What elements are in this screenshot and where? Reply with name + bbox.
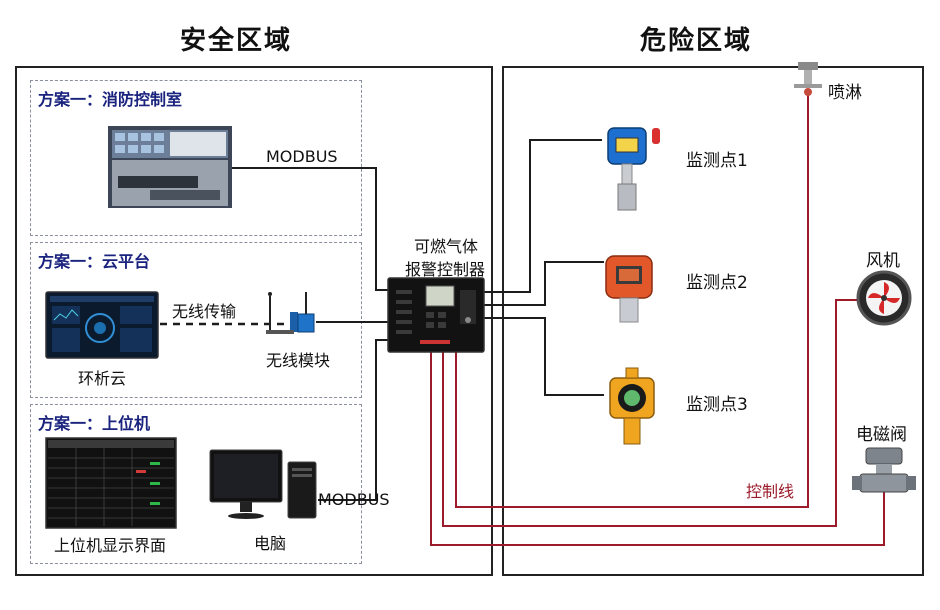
control-wire-fan	[442, 299, 858, 527]
wire-point3	[484, 317, 604, 396]
gas-detector-3	[609, 367, 655, 445]
desktop-computer	[209, 449, 317, 519]
exhaust-fan	[856, 270, 912, 326]
control-wire-valve	[430, 350, 885, 546]
wire-control-room	[232, 167, 390, 291]
gas-detector-1	[607, 127, 660, 211]
control-wires	[430, 90, 885, 546]
danger-zone-box	[502, 66, 924, 576]
solenoid-valve	[852, 447, 916, 493]
signal-wires	[232, 139, 604, 501]
controller-label-line1: 可燃气体	[413, 237, 478, 256]
control-room-photo	[108, 126, 232, 208]
plan-title-cloud: 方案一：云平台	[38, 252, 151, 271]
plan-title-host: 方案一：上位机	[38, 414, 151, 433]
fan-label: 风机	[866, 251, 900, 271]
danger-zone-title: 危险区域	[640, 26, 753, 56]
control-wire-sprinkler	[455, 90, 809, 508]
wire-point2	[484, 261, 604, 306]
wireless-module-label: 无线模块	[266, 351, 331, 370]
sprinkler-label: 喷淋	[828, 83, 862, 103]
safe-zone-title: 安全区域	[180, 26, 293, 56]
control-line-label: 控制线	[746, 482, 795, 501]
gas-detector-2	[605, 255, 653, 323]
sprinkler-head	[794, 62, 822, 96]
wireless-transmission-label: 无线传输	[172, 302, 237, 321]
point1-label: 监测点1	[686, 151, 748, 171]
computer-label: 电脑	[254, 534, 287, 553]
controller-label-line2: 报警控制器	[404, 260, 485, 279]
wireless-module-antenna	[266, 292, 315, 334]
host-display-label: 上位机显示界面	[54, 536, 167, 555]
wire-computer	[318, 339, 390, 501]
plan-title-control-room: 方案一：消防控制室	[38, 90, 183, 109]
cloud-dashboard-screen	[45, 291, 159, 359]
cloud-label: 环析云	[78, 369, 127, 388]
host-data-table-screen	[45, 437, 177, 529]
point3-label: 监测点3	[686, 395, 748, 415]
modbus-label-top: MODBUS	[266, 147, 338, 166]
wire-point1	[484, 139, 602, 293]
valve-label: 电磁阀	[856, 425, 907, 445]
safe-zone-box	[15, 66, 493, 576]
modbus-label-bottom: MODBUS	[318, 490, 390, 509]
gas-alarm-controller-cabinet	[387, 277, 485, 353]
point2-label: 监测点2	[686, 273, 748, 293]
